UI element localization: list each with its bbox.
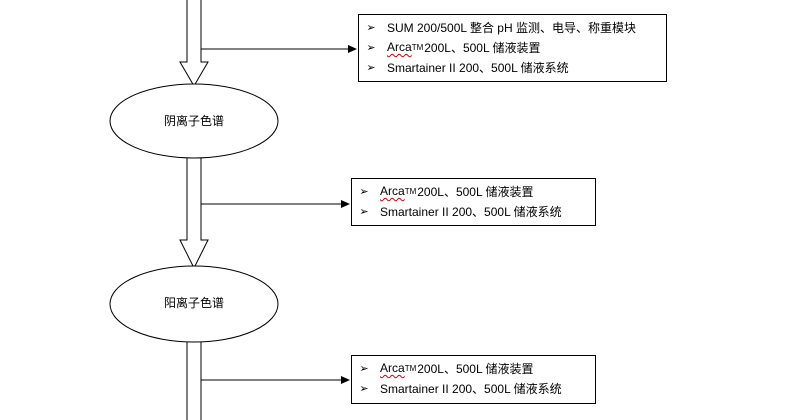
note-2-item-1-mark: TM	[404, 186, 417, 196]
flow-arrow-3	[186, 342, 202, 420]
arrowhead-bullet-icon: ➢	[366, 21, 376, 34]
branch-arrowhead-3	[341, 376, 350, 384]
note-1-item-1-text: SUM 200/500L 整合 pH 监测、电导、称重模块	[387, 20, 636, 35]
note-3-item-1-mark: TM	[404, 363, 417, 373]
note-1-item-1: ➢ SUM 200/500L 整合 pH 监测、电导、称重模块	[359, 17, 666, 37]
note-1-item-3-text: Smartainer II 200、500L 储液系统	[387, 60, 569, 75]
note-3-item-2: ➢ Smartainer II 200、500L 储液系统	[352, 378, 595, 398]
arrowhead-bullet-icon: ➢	[359, 185, 369, 198]
note-1-item-2-mark: TM	[411, 42, 424, 52]
process-node-1-label: 阴离子色谱	[163, 114, 224, 128]
arrowhead-bullet-icon: ➢	[366, 41, 376, 54]
note-2-item-2-text: Smartainer II 200、500L 储液系统	[380, 204, 562, 219]
note-1-item-2-text: 200L、500L 储液装置	[424, 40, 541, 55]
note-1-item-2-brand: Arca	[387, 40, 412, 54]
note-2-item-1-brand: Arca	[380, 184, 405, 198]
arrowhead-bullet-icon: ➢	[359, 382, 369, 395]
note-2-item-2: ➢ Smartainer II 200、500L 储液系统	[352, 201, 595, 221]
branch-arrowhead-2	[341, 200, 350, 208]
process-node-1-shape	[109, 83, 279, 159]
process-node-2-label: 阳离子色谱	[163, 296, 224, 310]
arrowhead-bullet-icon: ➢	[359, 362, 369, 375]
note-3-item-1-text: 200L、500L 储液装置	[417, 361, 534, 376]
arrowhead-bullet-icon: ➢	[366, 61, 376, 74]
flow-arrow-2	[179, 158, 209, 270]
branch-arrowhead-1	[348, 45, 357, 53]
process-node-2-shape	[109, 265, 279, 343]
note-3-item-1-brand: Arca	[380, 361, 405, 375]
arrowhead-bullet-icon: ➢	[359, 205, 369, 218]
note-2-item-1-text: 200L、500L 储液装置	[417, 184, 534, 199]
note-1-item-3: ➢ Smartainer II 200、500L 储液系统	[359, 57, 666, 77]
flow-arrow-1	[179, 0, 209, 87]
note-3-item-2-text: Smartainer II 200、500L 储液系统	[380, 381, 562, 396]
